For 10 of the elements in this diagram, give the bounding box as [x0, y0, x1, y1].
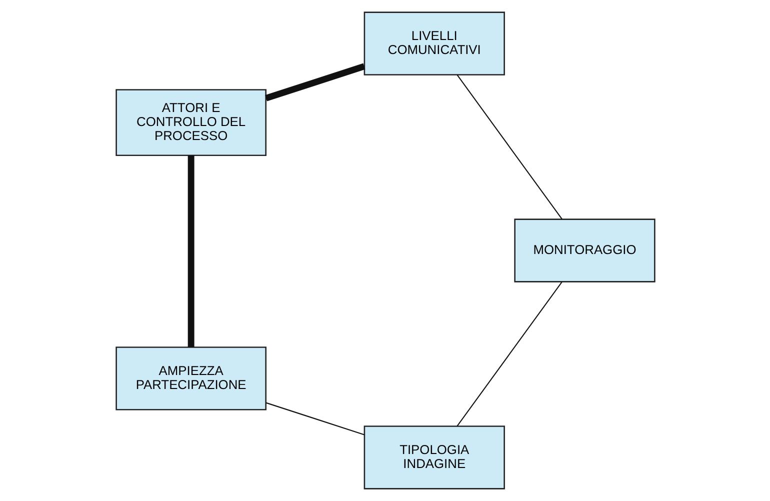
connector	[265, 402, 364, 436]
connector	[456, 74, 562, 220]
node-box: MONITORAGGIO	[514, 218, 655, 282]
node-box: AMPIEZZA PARTECIPAZIONE	[115, 346, 266, 410]
node-box: ATTORI E CONTROLLO DEL PROCESSO	[115, 89, 266, 156]
connector	[264, 63, 365, 102]
node-box: TIPOLOGIA INDAGINE	[363, 426, 504, 490]
connector	[456, 282, 562, 426]
connector	[187, 155, 194, 348]
node-box: LIVELLI COMUNICATIVI	[363, 12, 504, 76]
